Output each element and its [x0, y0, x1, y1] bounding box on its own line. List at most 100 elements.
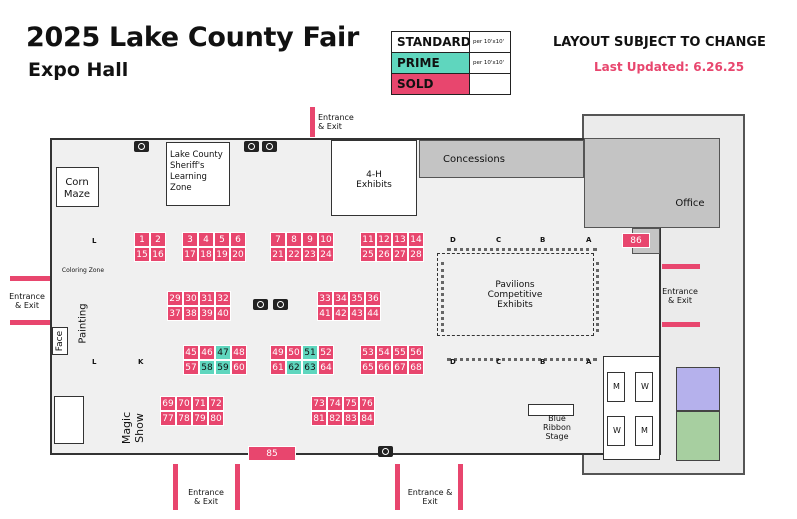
booth-15[interactable]: 15: [134, 247, 150, 262]
booth-62[interactable]: 62: [286, 360, 302, 375]
booth-7[interactable]: 7: [270, 232, 286, 247]
booth-28[interactable]: 28: [408, 247, 424, 262]
column-letter-b: B: [540, 358, 546, 366]
booth-83[interactable]: 83: [343, 411, 359, 426]
booth-44[interactable]: 44: [365, 306, 381, 321]
booth-64[interactable]: 64: [318, 360, 334, 375]
booth-72[interactable]: 72: [208, 396, 224, 411]
booth-21[interactable]: 21: [270, 247, 286, 262]
booth-35[interactable]: 35: [349, 291, 365, 306]
booth-69[interactable]: 69: [160, 396, 176, 411]
booth-84[interactable]: 84: [359, 411, 375, 426]
pavilions-label: Pavilions Competitive Exhibits: [487, 280, 543, 310]
booth-13[interactable]: 13: [392, 232, 408, 247]
booth-38[interactable]: 38: [183, 306, 199, 321]
booth-33[interactable]: 33: [317, 291, 333, 306]
camera-icon: [378, 446, 393, 457]
booth-79[interactable]: 79: [192, 411, 208, 426]
booth-37[interactable]: 37: [167, 306, 183, 321]
booth-54[interactable]: 54: [376, 345, 392, 360]
booth-36[interactable]: 36: [365, 291, 381, 306]
booth-39[interactable]: 39: [199, 306, 215, 321]
booth-81[interactable]: 81: [311, 411, 327, 426]
booth-26[interactable]: 26: [376, 247, 392, 262]
pavilions-box: [437, 253, 594, 336]
booth-77[interactable]: 77: [160, 411, 176, 426]
booth-14[interactable]: 14: [408, 232, 424, 247]
booth-19[interactable]: 19: [214, 247, 230, 262]
booth-34[interactable]: 34: [333, 291, 349, 306]
booth-86[interactable]: 86: [622, 233, 650, 248]
booth-61[interactable]: 61: [270, 360, 286, 375]
booth-60[interactable]: 60: [231, 360, 247, 375]
booth-9[interactable]: 9: [302, 232, 318, 247]
booth-76[interactable]: 76: [359, 396, 375, 411]
booth-30[interactable]: 30: [183, 291, 199, 306]
booth-5[interactable]: 5: [214, 232, 230, 247]
booth-12[interactable]: 12: [376, 232, 392, 247]
booth-67[interactable]: 67: [392, 360, 408, 375]
booth-63[interactable]: 63: [302, 360, 318, 375]
booth-48[interactable]: 48: [231, 345, 247, 360]
face-label: Face: [55, 330, 65, 352]
entrance-arrow-east-out: [662, 264, 700, 269]
booth-11[interactable]: 11: [360, 232, 376, 247]
booth-58[interactable]: 58: [199, 360, 215, 375]
booth-10[interactable]: 10: [318, 232, 334, 247]
booth-70[interactable]: 70: [176, 396, 192, 411]
sheriff-box: [166, 142, 230, 206]
booth-52[interactable]: 52: [318, 345, 334, 360]
booth-47[interactable]: 47: [215, 345, 231, 360]
booth-43[interactable]: 43: [349, 306, 365, 321]
booth-27[interactable]: 27: [392, 247, 408, 262]
four-h-box: [331, 140, 417, 216]
booth-56[interactable]: 56: [408, 345, 424, 360]
booth-85[interactable]: 85: [248, 446, 296, 461]
booth-82[interactable]: 82: [327, 411, 343, 426]
booth-55[interactable]: 55: [392, 345, 408, 360]
booth-3[interactable]: 3: [182, 232, 198, 247]
booth-68[interactable]: 68: [408, 360, 424, 375]
booth-8[interactable]: 8: [286, 232, 302, 247]
legend: STANDARD per 10'x10' PRIME per 10'x10' S…: [391, 31, 511, 95]
booth-31[interactable]: 31: [199, 291, 215, 306]
booth-1[interactable]: 1: [134, 232, 150, 247]
booth-16[interactable]: 16: [150, 247, 166, 262]
booth-57[interactable]: 57: [183, 360, 199, 375]
booth-6[interactable]: 6: [230, 232, 246, 247]
booth-29[interactable]: 29: [167, 291, 183, 306]
booth-17[interactable]: 17: [182, 247, 198, 262]
booth-51[interactable]: 51: [302, 345, 318, 360]
booth-53[interactable]: 53: [360, 345, 376, 360]
booth-22[interactable]: 22: [286, 247, 302, 262]
booth-20[interactable]: 20: [230, 247, 246, 262]
booth-80[interactable]: 80: [208, 411, 224, 426]
booth-41[interactable]: 41: [317, 306, 333, 321]
booth-45[interactable]: 45: [183, 345, 199, 360]
booth-75[interactable]: 75: [343, 396, 359, 411]
booth-24[interactable]: 24: [318, 247, 334, 262]
booth-2[interactable]: 2: [150, 232, 166, 247]
booth-42[interactable]: 42: [333, 306, 349, 321]
booth-73[interactable]: 73: [311, 396, 327, 411]
booth-59[interactable]: 59: [215, 360, 231, 375]
booth-71[interactable]: 71: [192, 396, 208, 411]
men-restroom-1: M: [607, 372, 625, 402]
entrance-arrow-south-2-in: [395, 464, 400, 510]
booth-50[interactable]: 50: [286, 345, 302, 360]
entrance-arrow-east-in: [662, 322, 700, 327]
booth-49[interactable]: 49: [270, 345, 286, 360]
booth-46[interactable]: 46: [199, 345, 215, 360]
booth-32[interactable]: 32: [215, 291, 231, 306]
booth-65[interactable]: 65: [360, 360, 376, 375]
booth-25[interactable]: 25: [360, 247, 376, 262]
sheriff-label: Lake County Sheriff's Learning Zone: [170, 150, 223, 193]
booth-66[interactable]: 66: [376, 360, 392, 375]
booth-74[interactable]: 74: [327, 396, 343, 411]
booth-18[interactable]: 18: [198, 247, 214, 262]
booth-78[interactable]: 78: [176, 411, 192, 426]
booth-40[interactable]: 40: [215, 306, 231, 321]
booth-23[interactable]: 23: [302, 247, 318, 262]
booth-4[interactable]: 4: [198, 232, 214, 247]
camera-icon: [244, 141, 259, 152]
